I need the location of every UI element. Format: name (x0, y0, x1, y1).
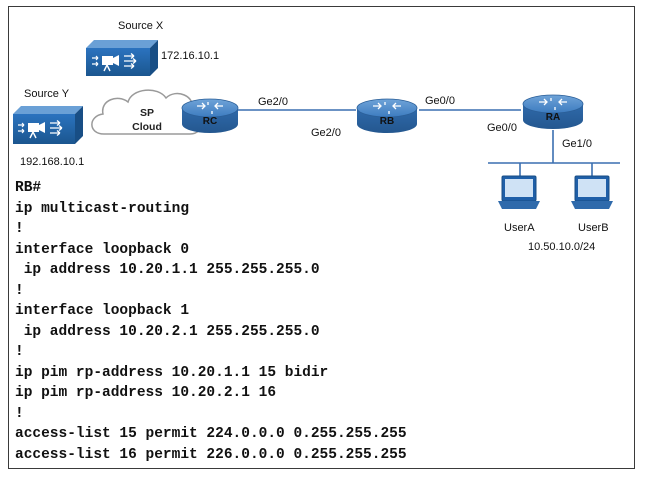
ra-ge0-interface-label: Ge0/0 (487, 122, 517, 134)
router-ra-label: RA (546, 112, 560, 123)
router-rb-label: RB (380, 116, 394, 127)
router-rc-icon: RC (181, 98, 239, 133)
config-line: access-list 16 permit 226.0.0.0 0.255.25… (15, 446, 407, 463)
userb-label: UserB (578, 222, 609, 234)
source-x-label: Source X (118, 20, 164, 32)
usera-laptop-icon (498, 175, 540, 209)
config-line: ip pim rp-address 10.20.2.1 16 (15, 385, 277, 401)
figure-frame (8, 6, 635, 469)
ra-ge1-interface-label: Ge1/0 (562, 138, 592, 150)
config-line: ! (15, 344, 24, 360)
source-y-label: Source Y (24, 88, 70, 100)
source-y-icon (13, 106, 83, 144)
source-x-ip: 172.16.10.1 (161, 50, 220, 62)
config-line: ! (15, 405, 24, 422)
router-rb-icon: RB (356, 98, 418, 133)
cloud-label-line2: Cloud (132, 121, 162, 133)
config-line: ip multicast-routing (15, 200, 190, 217)
config-line: RB# (15, 180, 42, 196)
sp-cloud-icon: SP Cloud (91, 89, 203, 135)
rc-interface-label: Ge2/0 (258, 96, 288, 108)
rb-configuration: RB# ip multicast-routing ! interface loo… (15, 178, 407, 465)
router-ra-icon: RA (522, 94, 584, 129)
rb-ge0-interface-label: Ge0/0 (425, 95, 455, 107)
source-y-ip: 192.168.10.1 (20, 156, 85, 168)
cloud-label-line1: SP (140, 107, 154, 119)
config-line: ip address 10.20.2.1 255.255.255.0 (15, 323, 320, 340)
userb-laptop-icon (571, 175, 613, 209)
subnet-label: 10.50.10.0/24 (528, 241, 596, 253)
config-line: ip address 10.20.1.1 255.255.255.0 (15, 262, 320, 278)
config-line: interface loopback 1 (15, 303, 190, 319)
router-rc-label: RC (203, 116, 217, 127)
links (238, 109, 620, 176)
config-line: ip pim rp-address 10.20.1.1 15 bidir (15, 364, 329, 381)
config-line: interface loopback 0 (15, 241, 190, 258)
config-line: ! (15, 221, 24, 237)
usera-label: UserA (504, 222, 535, 234)
rb-ge2-interface-label: Ge2/0 (311, 127, 341, 139)
config-line: access-list 15 permit 224.0.0.0 0.255.25… (15, 426, 407, 442)
source-x-icon (86, 40, 158, 76)
config-line: ! (15, 282, 24, 299)
